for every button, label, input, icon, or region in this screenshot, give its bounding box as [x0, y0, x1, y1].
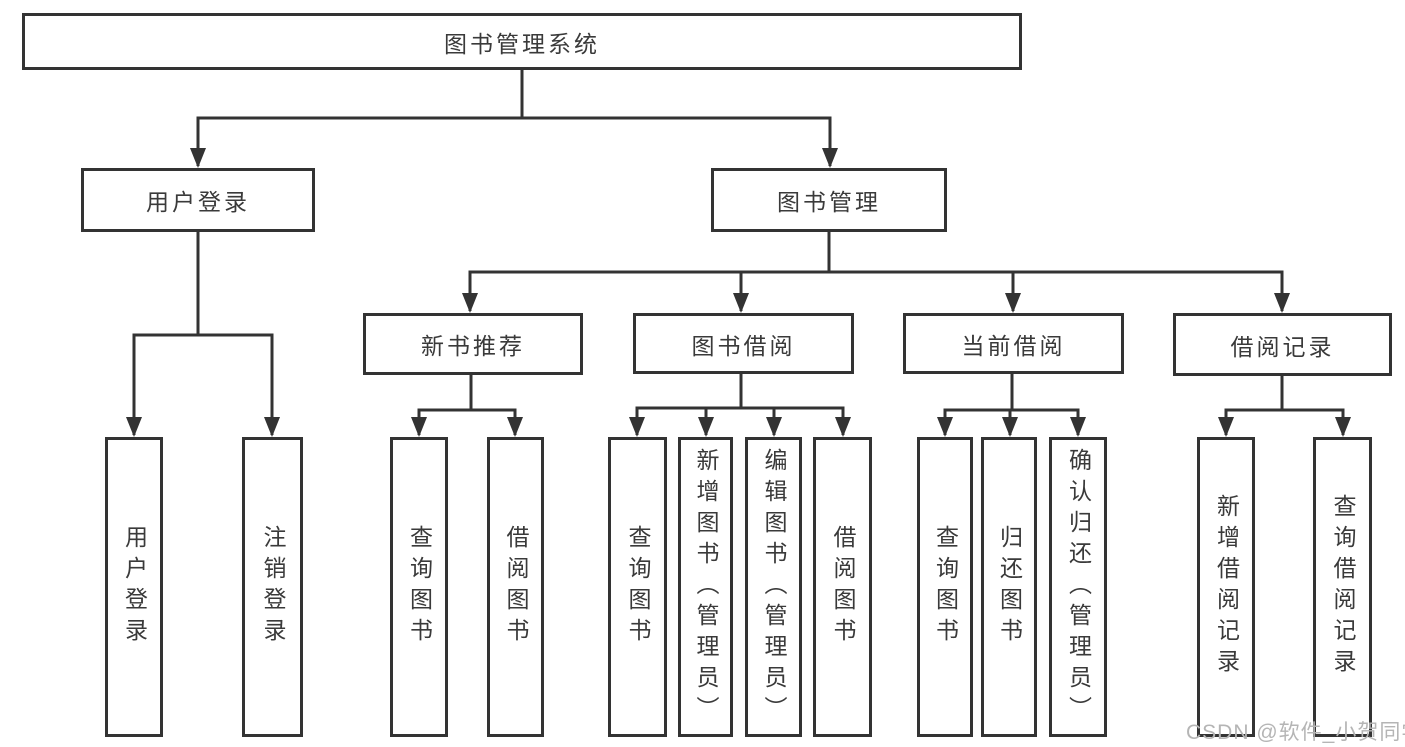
leaf-logout: 注销登录 [242, 437, 303, 737]
node-current-borrow: 当前借阅 [903, 313, 1124, 374]
node-book-management: 图书管理 [711, 168, 947, 232]
leaf-borrow-edit-book-label: 编辑图书（管理员） [761, 447, 787, 727]
leaf-current-return-book: 归还图书 [981, 437, 1037, 737]
node-user-login: 用户登录 [81, 168, 315, 232]
leaf-user-login-label: 用户登录 [121, 525, 148, 649]
node-root: 图书管理系统 [22, 13, 1022, 70]
leaf-recommend-query-book-label: 查询图书 [406, 525, 433, 649]
leaf-borrow-add-book: 新增图书（管理员） [678, 437, 733, 737]
leaf-recommend-query-book: 查询图书 [390, 437, 448, 737]
leaf-record-query-label: 查询借阅记录 [1330, 494, 1356, 680]
leaf-current-query-book-label: 查询图书 [932, 525, 959, 649]
leaf-recommend-borrow-book: 借阅图书 [487, 437, 544, 737]
leaf-borrow-query-book-label: 查询图书 [625, 525, 651, 649]
watermark: CSDN @软件_小贺同学 [1186, 721, 1405, 744]
leaf-borrow-borrow-book: 借阅图书 [813, 437, 872, 737]
leaf-current-query-book: 查询图书 [917, 437, 973, 737]
node-book-borrow: 图书借阅 [633, 313, 854, 374]
node-borrow-record: 借阅记录 [1173, 313, 1392, 376]
leaf-record-query: 查询借阅记录 [1313, 437, 1372, 737]
leaf-borrow-edit-book: 编辑图书（管理员） [745, 437, 802, 737]
leaf-borrow-borrow-book-label: 借阅图书 [830, 525, 856, 649]
leaf-record-add-label: 新增借阅记录 [1213, 494, 1240, 680]
leaf-borrow-add-book-label: 新增图书（管理员） [693, 447, 719, 727]
leaf-current-return-book-label: 归还图书 [996, 525, 1023, 649]
leaf-logout-label: 注销登录 [260, 525, 286, 649]
leaf-current-confirm-return: 确认归还（管理员） [1049, 437, 1107, 737]
node-new-book-recommend: 新书推荐 [363, 313, 583, 375]
leaf-borrow-query-book: 查询图书 [608, 437, 667, 737]
leaf-current-confirm-return-label: 确认归还（管理员） [1065, 447, 1092, 727]
leaf-user-login: 用户登录 [105, 437, 163, 737]
leaf-record-add: 新增借阅记录 [1197, 437, 1255, 737]
leaf-recommend-borrow-book-label: 借阅图书 [503, 525, 529, 649]
